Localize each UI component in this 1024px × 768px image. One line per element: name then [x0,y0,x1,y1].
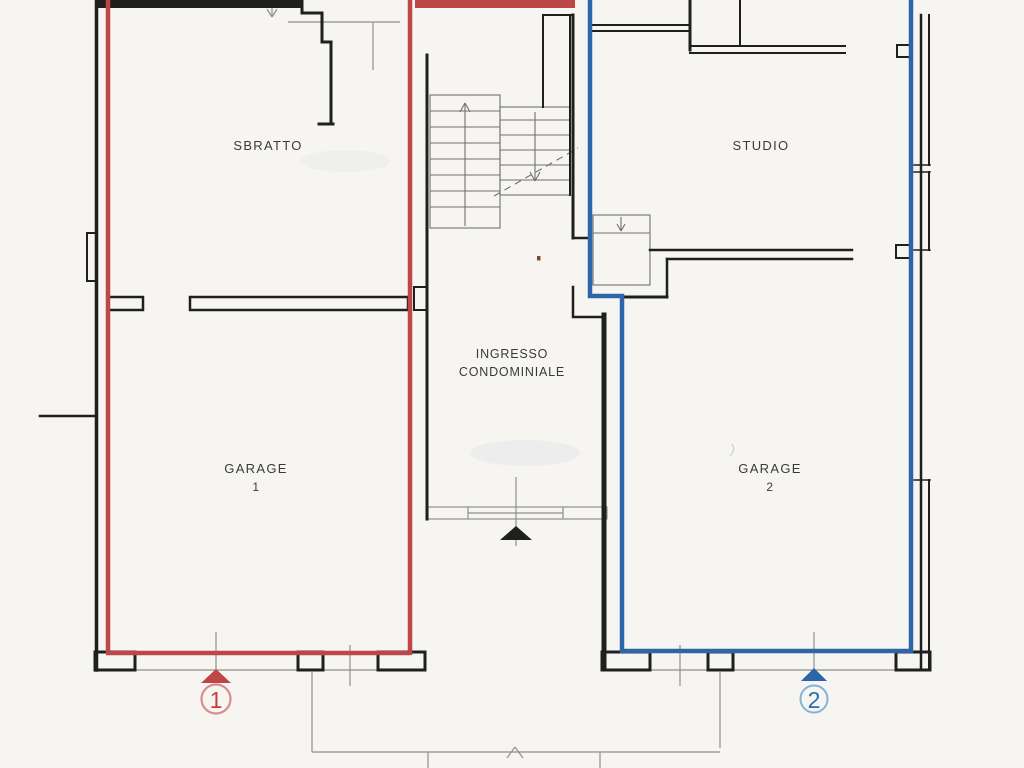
entrance-arrow-icon [500,526,532,540]
marker-2-arrow-icon [801,668,827,681]
down-arrow-icon [266,8,273,18]
stair-up-arrow-icon [459,102,466,113]
wall-divider-stub [106,295,145,312]
apron-arrow-icon [506,746,516,759]
marker-1-circle [200,683,232,715]
stair-up-arrow-icon [464,102,471,113]
wall-door-post [571,285,604,319]
ingresso-line2: CONDOMINIALE [458,365,566,379]
garage1-number: 1 [252,480,260,494]
ingresso-line1: INGRESSO [475,347,549,361]
room-label-studio: STUDIO [732,138,790,153]
garage2-number: 2 [766,480,774,494]
room-label-sbratto: SBRATTO [233,138,303,153]
pillar [600,650,652,672]
pillar [894,650,932,672]
stair-break-line [493,147,579,197]
stair-down-arrow-icon [529,171,536,182]
unit1-boundary [105,0,575,656]
scan-speck [537,256,541,261]
marker-1-number: 1 [210,687,223,713]
walls [38,0,932,672]
wall-niche [413,286,428,311]
stair-down-arrow-icon [534,171,541,182]
marker-1-arrow-icon [201,669,231,683]
staircases [429,94,651,286]
unit2-boundary [587,0,914,654]
entry-steps-down-arrow-icon [620,223,626,232]
pillar [706,650,735,672]
garage2-name: GARAGE [738,461,802,476]
wall-pilaster [86,232,98,282]
marker-1: 1 [200,669,232,715]
room-label-garage1: GARAGE 1 [176,459,336,497]
wall-divider-garage1 [188,295,410,312]
unit2-outline [587,0,914,654]
wall-top-left [98,0,302,8]
marker-2-number: 2 [808,687,821,713]
down-arrow-icon [271,8,278,18]
apron-arrow-icon [514,746,524,759]
scan-smudge [729,443,735,457]
garage1-name: GARAGE [224,461,288,476]
marker-2-circle [799,684,829,714]
marker-2: 2 [799,668,829,714]
entry-steps-down-arrow-icon [616,223,622,232]
room-label-garage2: GARAGE 2 [690,459,850,497]
thin-lines [95,2,930,768]
wall-top-step [300,0,335,126]
room-label-ingresso: INGRESSO CONDOMINIALE [421,345,603,381]
